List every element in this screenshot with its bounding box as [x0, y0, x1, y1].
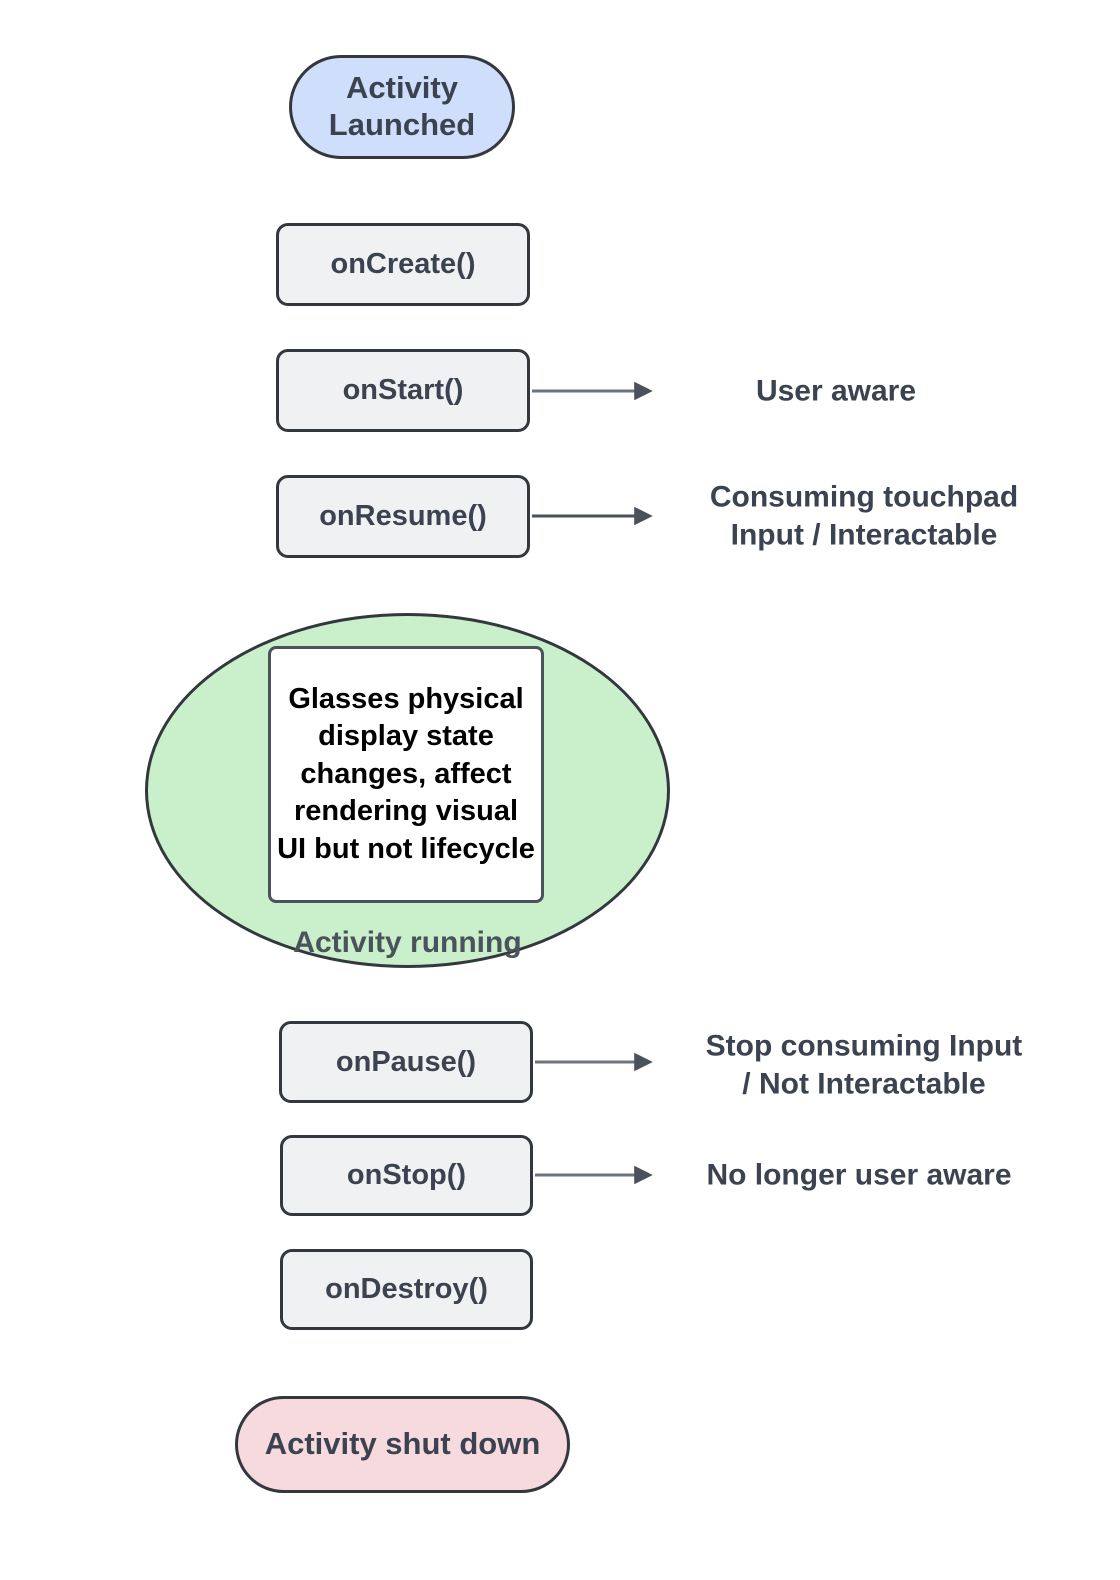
- node-on-start-label: onStart(): [342, 374, 464, 407]
- node-on-stop-label: onStop(): [346, 1159, 467, 1192]
- node-on-create-label: onCreate(): [330, 248, 476, 281]
- node-activity-launched[interactable]: Activity Launched: [289, 55, 515, 159]
- node-activity-shut-down[interactable]: Activity shut down: [235, 1396, 570, 1493]
- node-activity-shut-down-label: Activity shut down: [264, 1426, 541, 1462]
- node-on-destroy-label: onDestroy(): [325, 1273, 488, 1306]
- caption-consuming-input: Consuming touchpad Input / Interactable: [709, 480, 1019, 552]
- note-glasses-display-state-label: Glasses physical display state changes, …: [277, 682, 535, 865]
- node-on-stop[interactable]: onStop(): [280, 1135, 533, 1216]
- node-activity-running-label: Activity running: [293, 926, 522, 959]
- node-on-start[interactable]: onStart(): [276, 349, 530, 432]
- node-on-resume-label: onResume(): [319, 500, 487, 533]
- node-on-pause-label: onPause(): [335, 1045, 477, 1078]
- node-activity-launched-label: Activity Launched: [328, 70, 476, 142]
- caption-not-user-aware: No longer user aware: [706, 1158, 1012, 1192]
- caption-stop-consuming: Stop consuming Input / Not Interactable: [705, 1029, 1023, 1101]
- note-glasses-display-state: Glasses physical display state changes, …: [268, 646, 544, 903]
- node-on-pause[interactable]: onPause(): [279, 1021, 533, 1103]
- caption-user-aware: User aware: [755, 374, 917, 408]
- node-on-resume[interactable]: onResume(): [276, 475, 530, 558]
- node-on-destroy[interactable]: onDestroy(): [280, 1249, 533, 1330]
- node-on-create[interactable]: onCreate(): [276, 223, 530, 306]
